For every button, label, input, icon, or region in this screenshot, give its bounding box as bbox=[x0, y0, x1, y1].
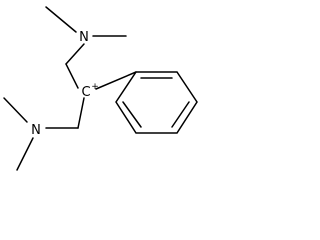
phenyl-ring bbox=[115, 71, 198, 134]
bond-bottom-methyl-lower bbox=[16, 137, 34, 171]
bond-top-ch2-to-c bbox=[65, 63, 79, 89]
bond-top-n-to-ch2 bbox=[65, 43, 85, 65]
phenyl-double-bond-right bbox=[171, 101, 190, 128]
structural-formula: N C + N bbox=[3, 6, 198, 171]
nitrogen-bottom-label: N bbox=[31, 123, 41, 138]
bond-c-to-phenyl bbox=[95, 71, 137, 90]
carbocation-label: C bbox=[81, 85, 90, 100]
structure-canvas: N C + N bbox=[0, 0, 207, 179]
bond-top-methyl-left bbox=[45, 6, 77, 33]
bond-c-to-lower-ch2 bbox=[77, 97, 85, 129]
nitrogen-top-label: N bbox=[79, 30, 89, 45]
bond-bottom-methyl-upper bbox=[3, 97, 28, 123]
positive-charge-label: + bbox=[91, 82, 99, 92]
phenyl-double-bond-left bbox=[122, 101, 142, 128]
